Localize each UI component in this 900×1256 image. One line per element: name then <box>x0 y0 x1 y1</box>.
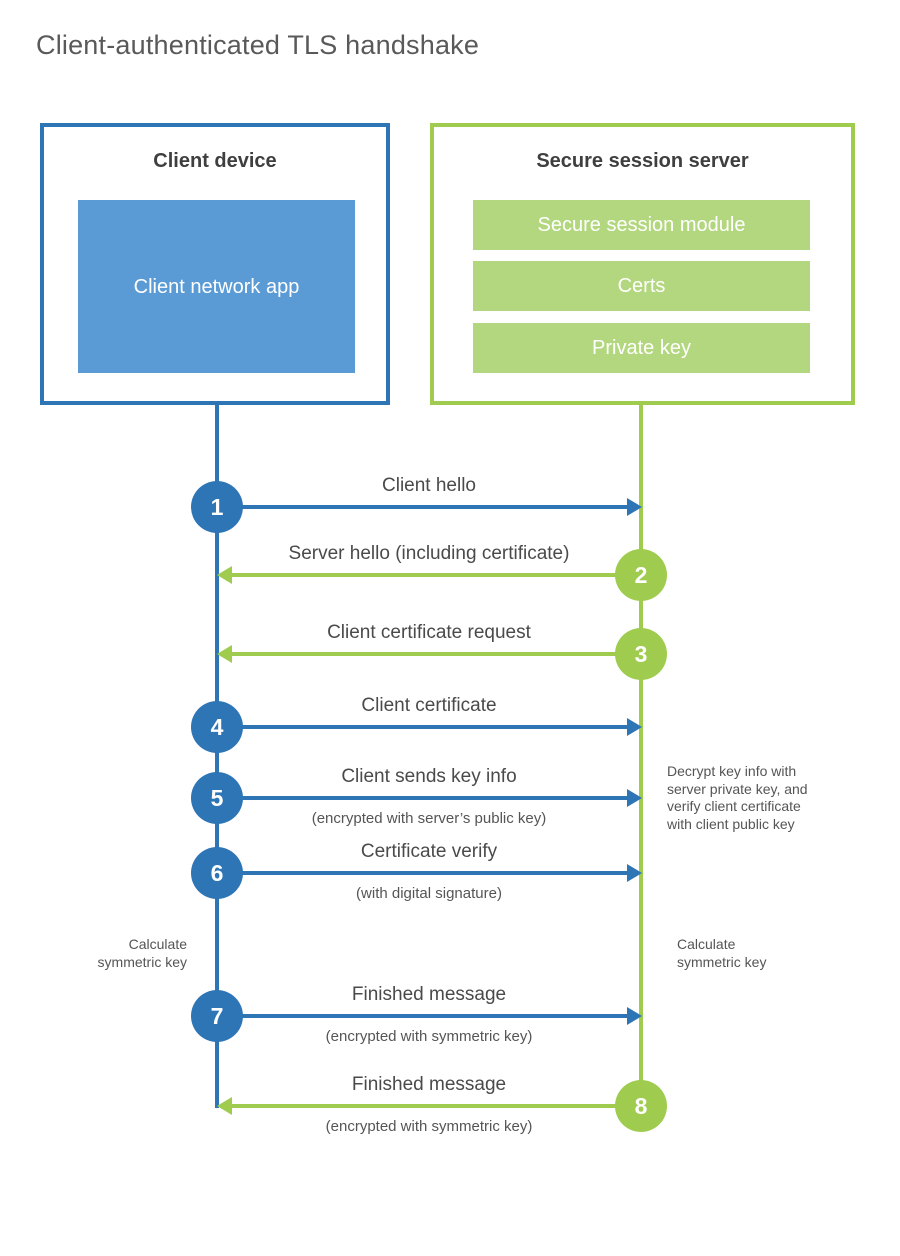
step-arrow-line <box>217 725 629 729</box>
step-sub-label: (encrypted with symmetric key) <box>325 1028 533 1045</box>
server-calculate-key-note: Calculate symmetric key <box>677 936 767 970</box>
client-device-heading: Client device <box>153 150 277 172</box>
page-title: Client-authenticated TLS handshake <box>36 30 480 60</box>
step-label: Client certificate request <box>327 622 531 643</box>
client-calculate-key-note: Calculate symmetric key <box>97 936 187 970</box>
step-number-badge: 3 <box>615 628 667 680</box>
step-number-badge: 4 <box>191 701 243 753</box>
step-label: Client certificate <box>361 695 497 716</box>
arrowhead-left-icon <box>217 1097 232 1115</box>
arrowhead-right-icon <box>627 498 642 516</box>
secure-session-server-box: Secure session server Secure session mod… <box>430 123 855 405</box>
arrowhead-right-icon <box>627 864 642 882</box>
client-network-app-label: Client network app <box>133 275 300 298</box>
arrowhead-right-icon <box>627 1007 642 1025</box>
step-arrow-line <box>231 652 641 656</box>
step-label: Client hello <box>382 475 476 496</box>
step-sub-label: (with digital signature) <box>356 885 502 902</box>
step-sub-label: (encrypted with server’s public key) <box>311 810 547 827</box>
step-label: Finished message <box>351 1074 507 1095</box>
step-number-badge: 5 <box>191 772 243 824</box>
arrowhead-left-icon <box>217 566 232 584</box>
step-number-badge: 8 <box>615 1080 667 1132</box>
arrowhead-left-icon <box>217 645 232 663</box>
step-number-badge: 1 <box>191 481 243 533</box>
step-arrow-line <box>231 1104 641 1108</box>
step-label: Finished message <box>351 984 507 1005</box>
secure-session-server-heading: Secure session server <box>536 150 749 172</box>
client-network-app-box: Client network app <box>78 200 355 373</box>
step-arrow-line <box>217 505 629 509</box>
client-lifeline <box>215 405 219 1108</box>
step-number-badge: 6 <box>191 847 243 899</box>
step-sub-label: (encrypted with symmetric key) <box>325 1118 533 1135</box>
server-module-private-key: Private key <box>473 323 810 373</box>
step-arrow-line <box>231 573 641 577</box>
step-label: Server hello (including certificate) <box>288 543 570 564</box>
step-arrow-line <box>217 796 629 800</box>
step-arrow-line <box>217 1014 629 1018</box>
arrowhead-right-icon <box>627 789 642 807</box>
server-module-certs: Certs <box>473 261 810 311</box>
server-lifeline <box>639 405 643 1131</box>
server-module-secure-session: Secure session module <box>473 200 810 250</box>
step-number-badge: 2 <box>615 549 667 601</box>
step-label: Certificate verify <box>360 841 498 862</box>
server-decrypt-note: Decrypt key info with server private key… <box>667 763 808 832</box>
client-device-box: Client device Client network app <box>40 123 390 405</box>
step-label: Client sends key info <box>341 766 517 787</box>
step-number-badge: 7 <box>191 990 243 1042</box>
step-arrow-line <box>217 871 629 875</box>
arrowhead-right-icon <box>627 718 642 736</box>
